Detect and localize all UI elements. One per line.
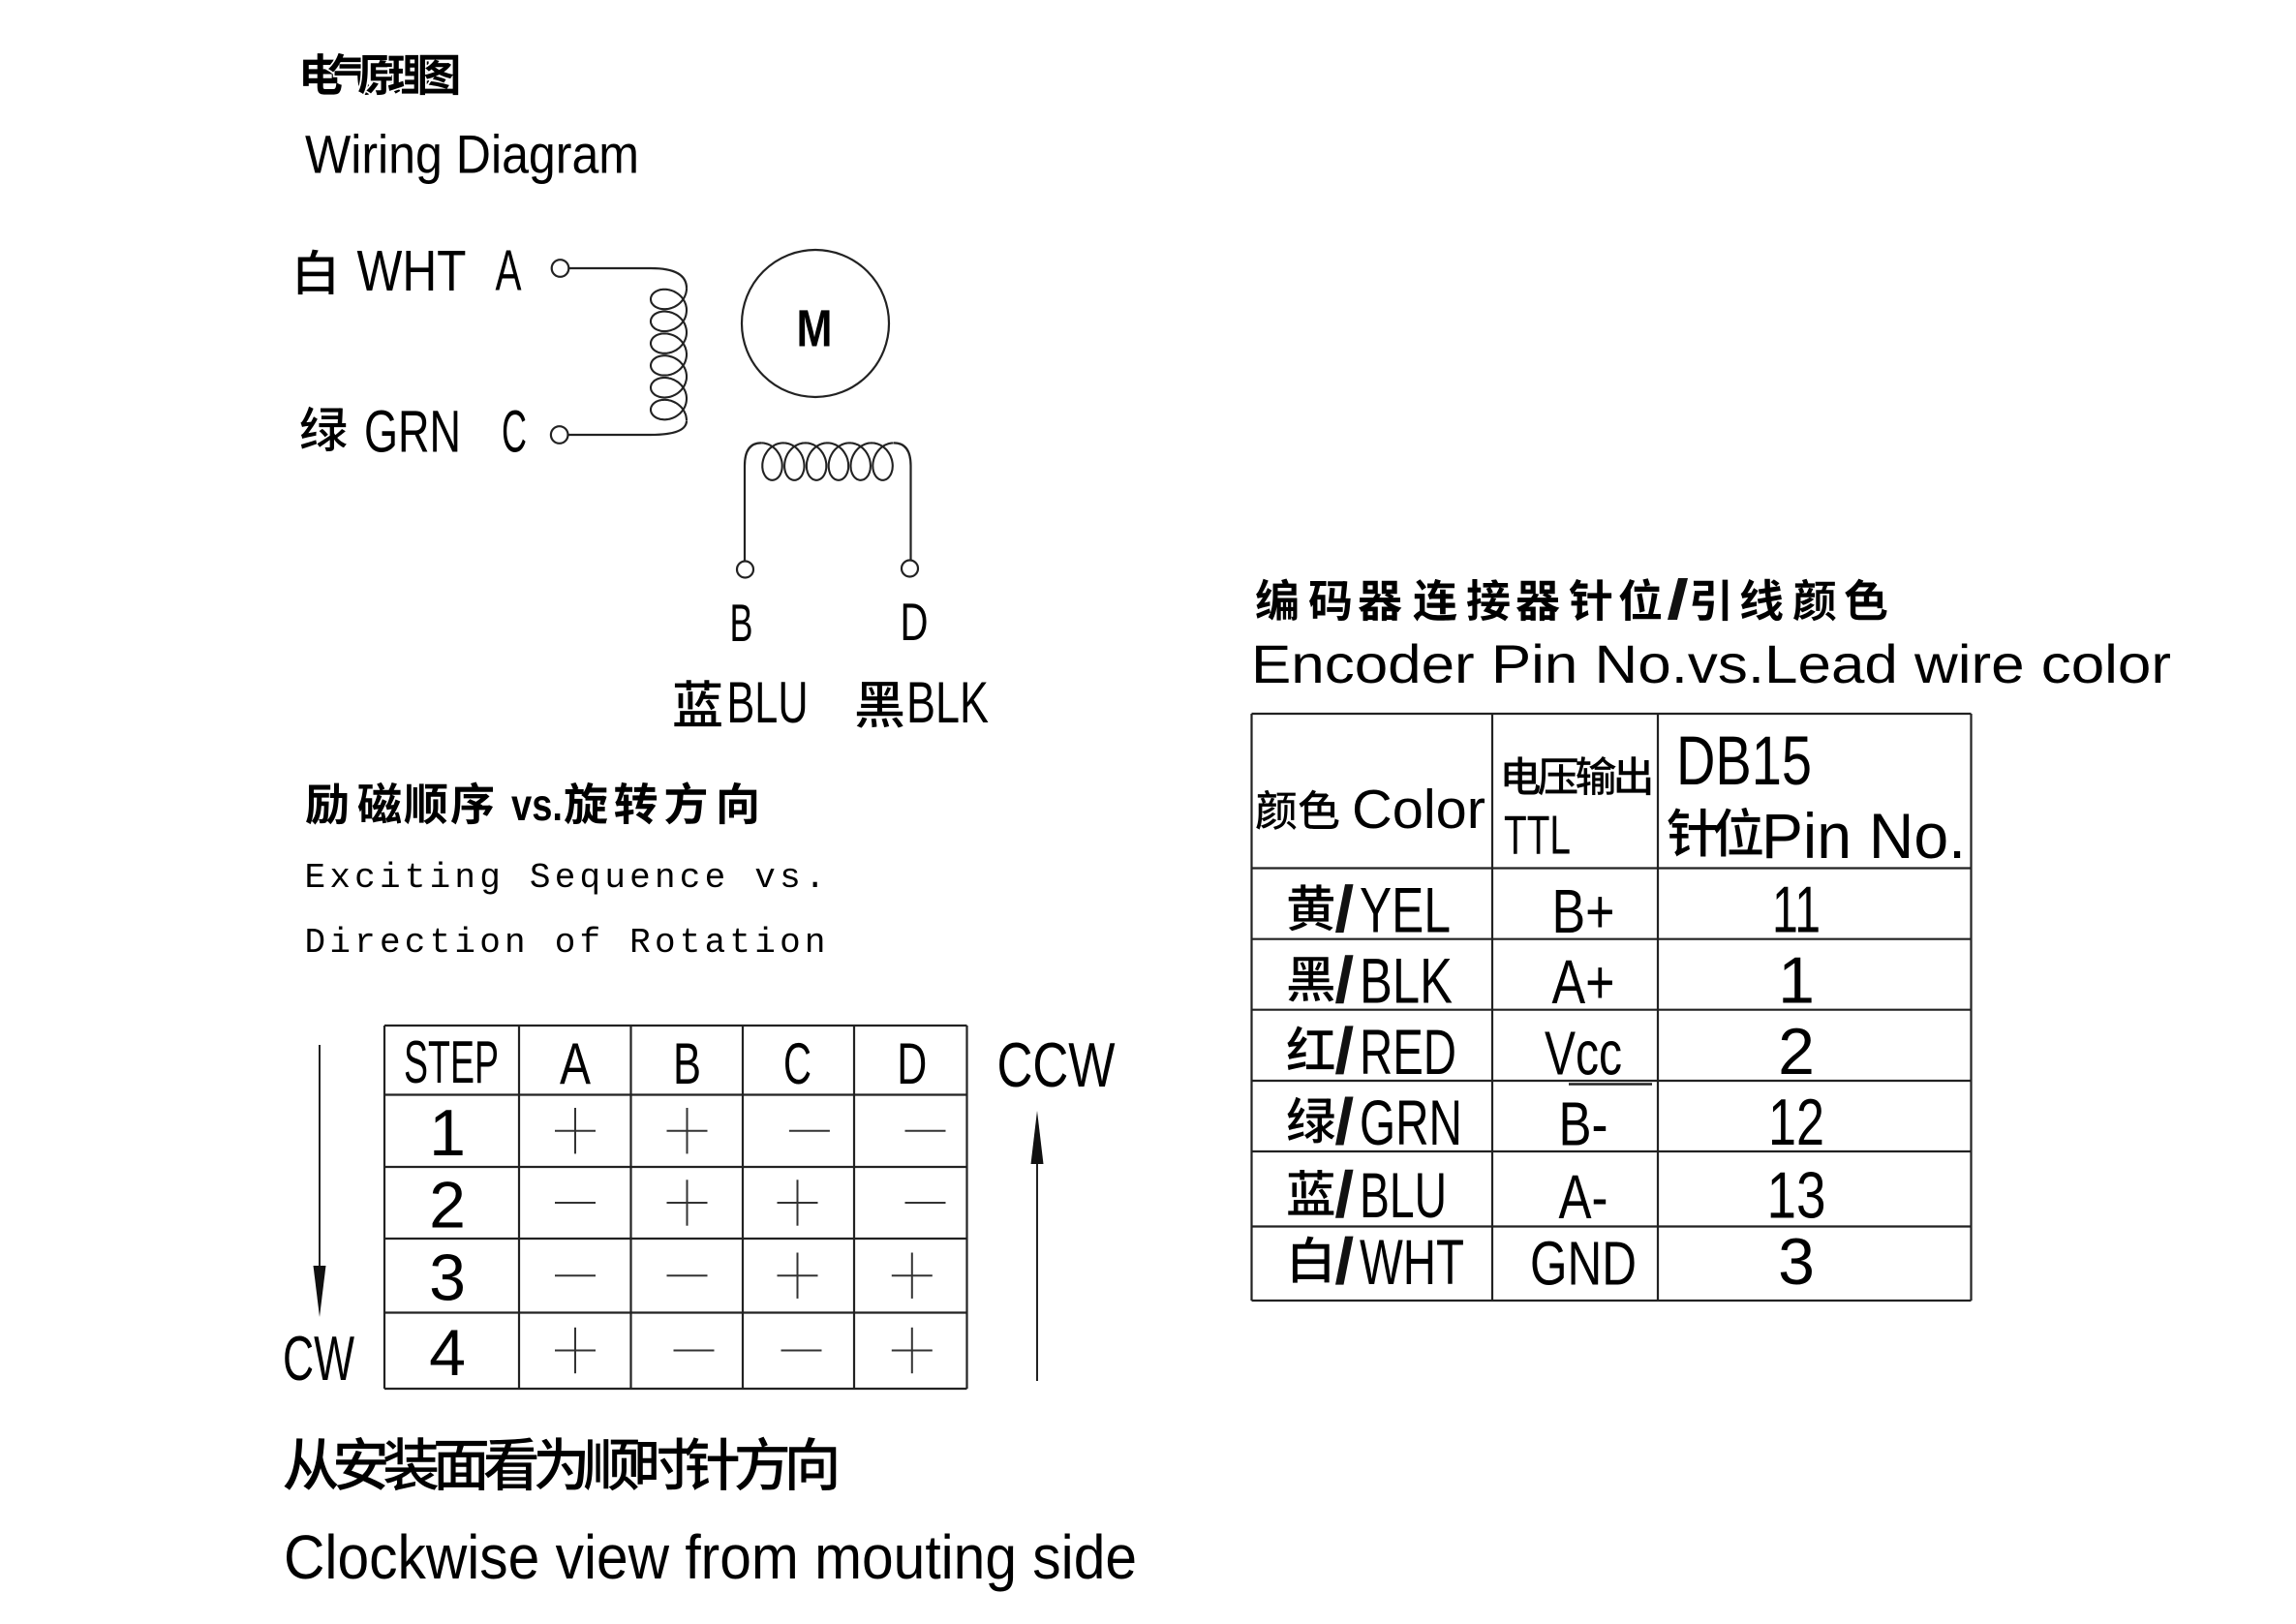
svg-text:A: A	[560, 1031, 591, 1096]
svg-text:B: B	[673, 1031, 701, 1096]
svg-text:B: B	[730, 593, 753, 653]
svg-text:Encoder Pin No.vs.Lead wire co: Encoder Pin No.vs.Lead wire color	[1251, 633, 2171, 694]
svg-text:A: A	[496, 238, 522, 302]
svg-text:GRN: GRN	[364, 399, 461, 465]
svg-text:BLK: BLK	[1360, 945, 1453, 1017]
svg-text:GND: GND	[1530, 1229, 1637, 1299]
svg-text:STEP: STEP	[404, 1029, 499, 1096]
svg-text:C: C	[783, 1031, 811, 1096]
svg-text:Direction of Rotation: Direction of Rotation	[305, 923, 826, 963]
svg-text:Clockwise view from mouting si: Clockwise view from mouting side	[284, 1522, 1137, 1592]
svg-text:C: C	[502, 399, 527, 465]
svg-text:1: 1	[1778, 944, 1815, 1018]
svg-text:Color: Color	[1352, 779, 1485, 841]
svg-text:3: 3	[1778, 1225, 1815, 1299]
svg-text:B+: B+	[1552, 876, 1615, 946]
svg-text:B-: B-	[1559, 1089, 1608, 1159]
svg-text:YEL: YEL	[1360, 874, 1451, 946]
svg-text:2: 2	[1778, 1015, 1815, 1088]
svg-text:13: 13	[1767, 1158, 1826, 1232]
svg-text:CCW: CCW	[997, 1029, 1117, 1100]
svg-text:WHT: WHT	[357, 239, 467, 303]
svg-text:CW: CW	[283, 1323, 354, 1394]
svg-text:Vcc: Vcc	[1545, 1018, 1622, 1088]
svg-text:4: 4	[429, 1316, 466, 1390]
svg-text:M: M	[797, 300, 833, 358]
svg-text:RED: RED	[1360, 1016, 1456, 1088]
svg-text:Pin No.: Pin No.	[1761, 800, 1966, 872]
svg-text:BLU: BLU	[1360, 1159, 1447, 1231]
svg-text:BLK: BLK	[906, 670, 989, 735]
svg-text:D: D	[897, 1031, 927, 1096]
svg-text:TTL: TTL	[1504, 805, 1571, 867]
svg-text:D: D	[901, 592, 929, 652]
svg-text:A+: A+	[1552, 947, 1615, 1017]
svg-text:A-: A-	[1559, 1162, 1608, 1232]
svg-text:1: 1	[429, 1096, 466, 1170]
svg-text:Exciting Sequence vs.: Exciting Sequence vs.	[305, 858, 826, 898]
svg-text:GRN: GRN	[1360, 1087, 1462, 1158]
svg-text:vs.: vs.	[511, 780, 563, 830]
svg-text:WHT: WHT	[1360, 1226, 1464, 1298]
svg-text:DB15: DB15	[1676, 723, 1812, 800]
svg-text:11: 11	[1772, 873, 1821, 947]
svg-text:12: 12	[1768, 1086, 1824, 1159]
svg-text:2: 2	[429, 1168, 466, 1241]
svg-text:Wiring Diagram: Wiring Diagram	[305, 125, 639, 185]
svg-text:BLU: BLU	[727, 670, 809, 735]
svg-text:3: 3	[429, 1241, 466, 1315]
